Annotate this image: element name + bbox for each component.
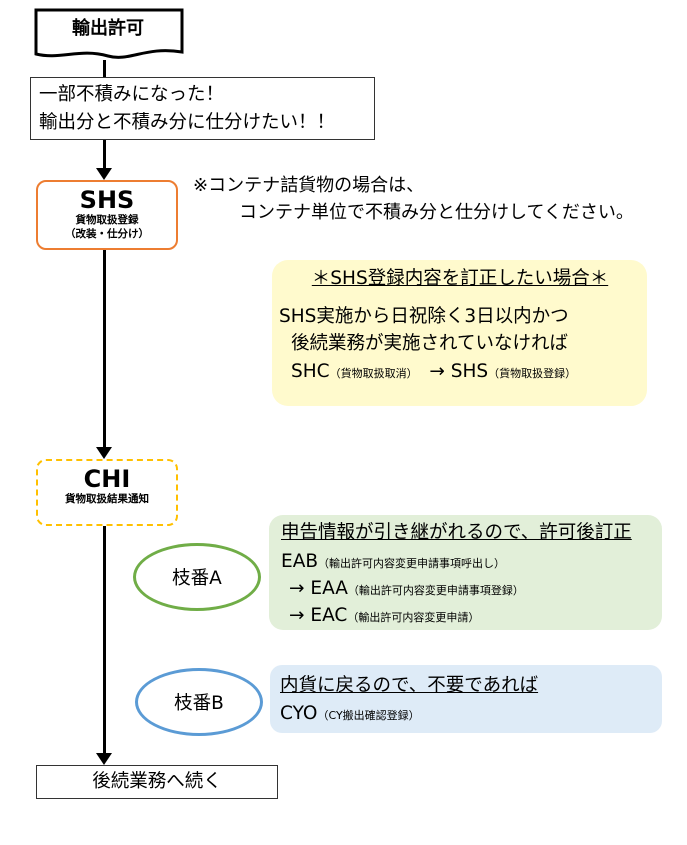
- arrowhead-to-chi: [96, 447, 112, 459]
- chi-subtitle: 貨物取扱結果通知: [65, 493, 149, 505]
- arrowhead-to-end: [96, 753, 112, 765]
- branch-b-label: 枝番B: [174, 693, 224, 714]
- condition-line-2: 輸出分と不積み分に仕分けたい！！: [39, 112, 336, 133]
- connector-chi-end: [103, 526, 106, 753]
- cyo-note: （CY搬出確認登録）: [317, 709, 420, 722]
- start-banner-shape: [34, 8, 184, 59]
- eaa-note: （輸出許可内容変更申請事項登録）: [347, 584, 524, 597]
- eac-code: EAC: [310, 605, 348, 626]
- eaa-code: EAA: [310, 578, 348, 599]
- chi-process-box: CHI 貨物取扱結果通知: [36, 459, 178, 526]
- shs-code: SHS: [79, 186, 135, 214]
- connector-condition-shs: [103, 140, 106, 168]
- shs-correction-line-2: 後続業務が実施されていなければ: [291, 333, 568, 354]
- shs-note-2: （貨物取扱登録）: [488, 367, 577, 380]
- condition-box: 一部不積みになった！ 輸出分と不積み分に仕分けたい！！: [30, 77, 375, 140]
- eac-note: （輸出許可内容変更申請）: [347, 611, 480, 624]
- end-box: 後続業務へ続く: [36, 765, 278, 799]
- shs-correction-title: ＊SHS登録内容を訂正したい場合＊: [311, 268, 609, 289]
- condition-line-1: 一部不積みになった！: [39, 84, 225, 105]
- connector-start-condition: [103, 60, 106, 77]
- branch-a-line-1: EAB（輸出許可内容変更申請事項呼出し）: [281, 549, 505, 577]
- start-label: 輸出許可: [72, 18, 144, 39]
- note-line-2: コンテナ単位で不積み分と仕分けしてください。: [239, 202, 634, 223]
- container-note: ※コンテナ詰貨物の場合は、 コンテナ単位で不積み分と仕分けしてください。: [193, 172, 663, 226]
- branch-b-ellipse: 枝番B: [135, 668, 263, 736]
- shs-correction-line-3: SHC（貨物取扱取消） → SHS（貨物取扱登録）: [291, 359, 576, 387]
- arrowhead-to-shs: [96, 168, 112, 180]
- branch-a-line-2: → EAA（輸出許可内容変更申請事項登録）: [289, 576, 524, 604]
- branch-b-line-1: CYO（CY搬出確認登録）: [280, 701, 420, 729]
- note-line-1: ※コンテナ詰貨物の場合は、: [193, 175, 425, 196]
- shs-process-box: SHS 貨物取扱登録 （改装・仕分け）: [36, 180, 178, 250]
- eab-note: （輸出許可内容変更申請事項呼出し）: [318, 557, 506, 570]
- eab-code: EAB: [281, 551, 319, 572]
- chi-code: CHI: [83, 465, 131, 493]
- shs-correction-panel: [272, 260, 647, 406]
- branch-a-label: 枝番A: [172, 568, 222, 589]
- branch-b-title: 内貨に戻るので、不要であれば: [280, 675, 539, 696]
- branch-a-panel: [269, 515, 662, 630]
- branch-a-title: 申告情報が引き継がれるので、許可後訂正: [281, 522, 632, 543]
- branch-a-ellipse: 枝番A: [133, 543, 261, 611]
- cyo-code: CYO: [280, 703, 318, 724]
- shs-subtitle-detail: （改装・仕分け）: [65, 228, 149, 240]
- shs-code-2: SHS: [450, 361, 489, 382]
- branch-b-panel: [270, 665, 662, 733]
- shs-correction-line-1: SHS実施から日祝除く3日以内かつ: [279, 306, 569, 327]
- shs-subtitle: 貨物取扱登録: [75, 214, 139, 226]
- shc-note: （貨物取扱取消）: [329, 367, 418, 380]
- connector-shs-chi: [103, 250, 106, 447]
- arrow-right-icon: →: [289, 578, 305, 599]
- shc-code: SHC: [291, 361, 330, 382]
- arrow-right-icon: →: [289, 605, 305, 626]
- arrow-right-icon: →: [429, 361, 445, 382]
- branch-a-line-3: → EAC（輸出許可内容変更申請）: [289, 603, 479, 631]
- end-label: 後続業務へ続く: [92, 771, 222, 792]
